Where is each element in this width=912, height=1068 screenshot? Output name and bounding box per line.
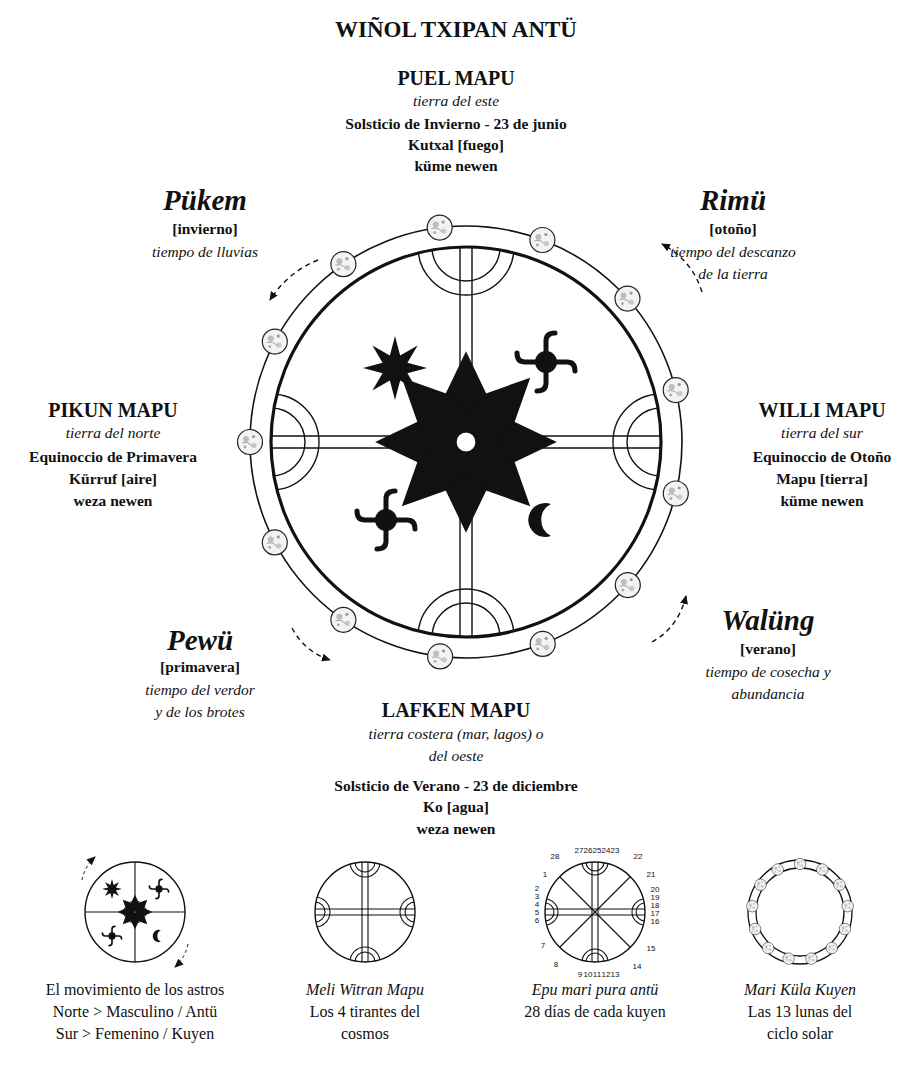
italic-note: tierra costera (mar, lagos) o del oeste bbox=[366, 723, 546, 767]
italic-note: tiempo del verdor y de los brotes bbox=[141, 679, 259, 723]
inner-ring bbox=[271, 247, 661, 637]
season-name: Pükem bbox=[163, 184, 247, 216]
info-label: Kürruf [aire] bbox=[69, 468, 157, 489]
day-number: 3 bbox=[535, 892, 539, 901]
outer-ring bbox=[250, 226, 682, 658]
star-symbol bbox=[363, 336, 427, 400]
day-number: 12 bbox=[602, 970, 611, 979]
info-label: Ko [agua] bbox=[423, 796, 489, 817]
day-number: 24 bbox=[602, 846, 611, 855]
caption: Norte > Masculino / Antü bbox=[53, 1001, 218, 1023]
direction-heading: WILLI MAPU bbox=[758, 398, 885, 422]
day-number: 8 bbox=[554, 960, 558, 969]
info-label: küme newen bbox=[780, 490, 863, 511]
day-number: 5 bbox=[535, 908, 539, 917]
mini-four-braces bbox=[300, 847, 430, 977]
info-label: Solsticio de Verano - 23 de diciembre bbox=[334, 775, 577, 796]
day-number: 1 bbox=[543, 870, 547, 879]
day-number: 25 bbox=[593, 846, 602, 855]
caption: 28 días de cada kuyen bbox=[524, 1001, 665, 1023]
direction-heading: PIKUN MAPU bbox=[48, 398, 177, 422]
day-number: 22 bbox=[634, 852, 643, 861]
day-number: 19 bbox=[651, 893, 660, 902]
direction-heading: LAFKEN MAPU bbox=[382, 698, 530, 722]
italic-note: tierra del este bbox=[413, 90, 499, 112]
day-number: 11 bbox=[593, 970, 601, 979]
day-number: 13 bbox=[611, 970, 620, 979]
caption-italic: Mari Küla Kuyen bbox=[744, 979, 856, 1001]
direction-heading: PUEL MAPU bbox=[397, 66, 514, 90]
season-name: Walüng bbox=[722, 604, 815, 636]
info-label: [invierno] bbox=[172, 218, 237, 239]
day-number: 18 bbox=[651, 901, 660, 910]
day-number: 9 bbox=[578, 970, 582, 979]
info-label: weza newen bbox=[417, 818, 496, 839]
season-arrows bbox=[270, 244, 702, 660]
italic-note: tiempo de lluvias bbox=[152, 241, 258, 263]
season-name: Rimü bbox=[700, 184, 766, 216]
day-number: 26 bbox=[584, 846, 593, 855]
caption-italic: Meli Witran Mapu bbox=[306, 979, 424, 1001]
info-label: Mapu [tierra] bbox=[776, 468, 868, 489]
cosmos-cross bbox=[223, 199, 709, 685]
info-label: Equinoccio de Primavera bbox=[29, 446, 197, 467]
caption: Las 13 lunas del ciclo solar bbox=[747, 1001, 853, 1045]
day-number: 16 bbox=[651, 917, 660, 926]
day-number: 15 bbox=[647, 944, 656, 953]
swirl-symbol bbox=[357, 491, 415, 549]
day-number: 27 bbox=[575, 846, 584, 855]
day-number: 23 bbox=[611, 846, 620, 855]
caption-italic: Epu mari pura antü bbox=[532, 979, 659, 1001]
moon-icons bbox=[238, 215, 689, 669]
info-label: [verano] bbox=[740, 638, 796, 659]
italic-note: tierra del sur bbox=[781, 422, 863, 444]
moon-symbol bbox=[528, 503, 551, 537]
info-label: küme newen bbox=[414, 155, 497, 176]
info-label: Equinoccio de Otoño bbox=[753, 446, 892, 467]
swirl-symbol bbox=[517, 333, 575, 391]
italic-note: tierra del norte bbox=[66, 422, 161, 444]
caption: El movimiento de los astros bbox=[46, 979, 225, 1001]
center-star bbox=[422, 398, 510, 486]
italic-note: tiempo de cosecha y abundancia bbox=[705, 661, 831, 705]
day-number: 10 bbox=[584, 970, 593, 979]
day-number: 28 bbox=[551, 852, 560, 861]
info-label: weza newen bbox=[74, 490, 153, 511]
day-number: 2 bbox=[535, 884, 539, 893]
info-label: [otoño] bbox=[709, 218, 756, 239]
day-number: 21 bbox=[647, 870, 656, 879]
info-label: Kutxal [fuego] bbox=[408, 134, 504, 155]
mini-movement bbox=[82, 857, 188, 967]
italic-note: tiempo del descanzo de la tierra bbox=[664, 241, 802, 285]
mini-28-days bbox=[532, 849, 658, 975]
info-label: [primavera] bbox=[160, 656, 240, 677]
title: WIÑOL TXIPAN ANTÜ bbox=[335, 16, 577, 44]
season-name: Pewü bbox=[167, 624, 233, 656]
day-number: 17 bbox=[651, 909, 660, 918]
caption: Los 4 tirantes del cosmos bbox=[309, 1001, 421, 1045]
day-number: 4 bbox=[535, 900, 539, 909]
day-number: 20 bbox=[651, 885, 660, 894]
day-number: 14 bbox=[633, 962, 642, 971]
mini-13-moons bbox=[747, 858, 854, 964]
info-label: Solsticio de Invierno - 23 de junio bbox=[345, 113, 566, 134]
day-number: 7 bbox=[541, 941, 545, 950]
day-number: 6 bbox=[535, 916, 539, 925]
caption: Sur > Femenino / Kuyen bbox=[56, 1023, 214, 1045]
